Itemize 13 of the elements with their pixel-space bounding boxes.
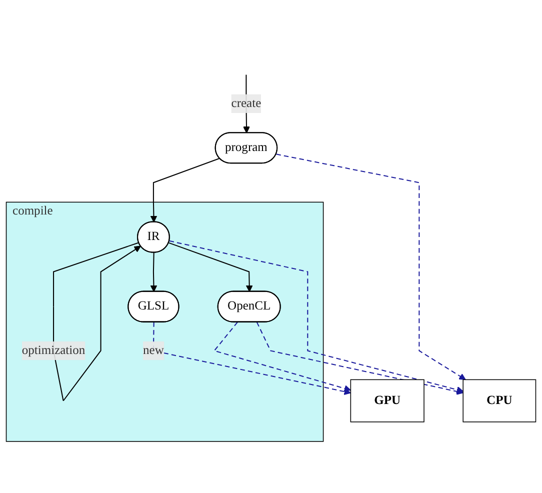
arrow: [168, 242, 253, 292]
arrow: [150, 158, 220, 223]
arrow: [150, 252, 158, 292]
arrow: [152, 322, 351, 396]
arrow: [169, 240, 464, 394]
node-box: GPU: [350, 379, 424, 422]
edge-label: new: [143, 344, 164, 358]
edge-label: create: [231, 96, 262, 110]
arrow: [256, 322, 464, 396]
arrow: [213, 322, 351, 392]
edge-label: optimization: [22, 344, 86, 358]
node-box: CPU: [462, 379, 536, 422]
arrow: [276, 154, 466, 380]
